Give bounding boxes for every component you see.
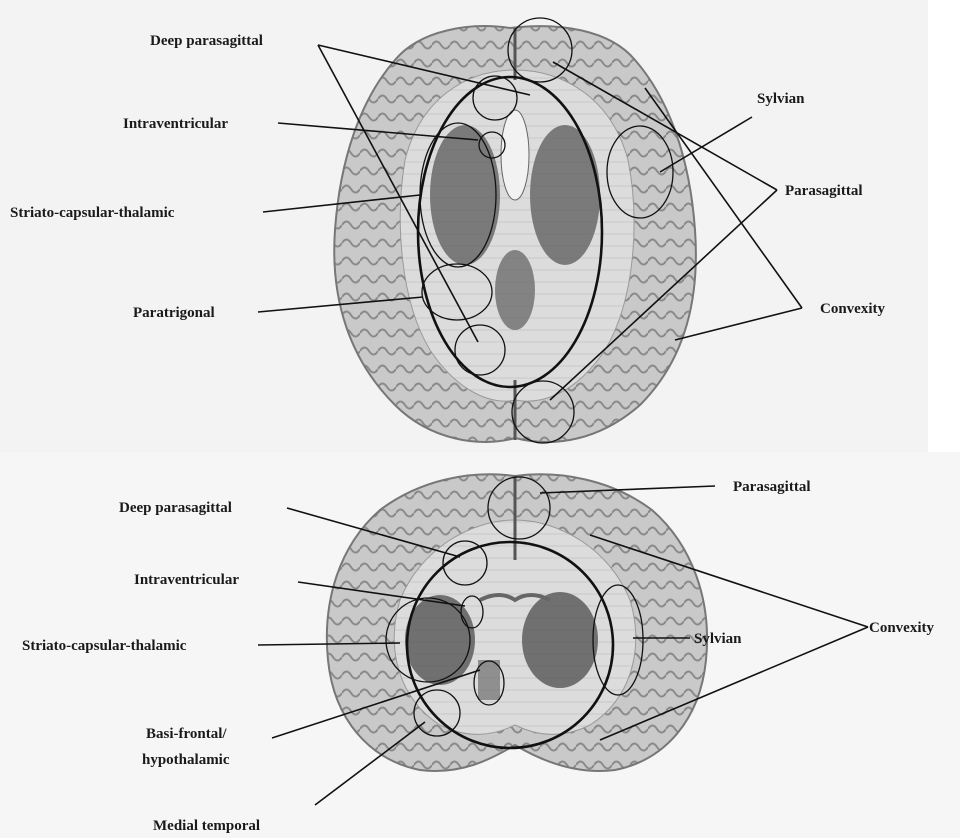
axial-label-striato-capsular-thalamic: Striato-capsular-thalamic	[10, 205, 175, 221]
coronal-label-basi-frontal: Basi-frontal/	[146, 726, 227, 742]
coronal-label-hypothalamic: hypothalamic	[142, 752, 230, 768]
coronal-label-deep-parasagittal: Deep parasagittal	[119, 500, 232, 516]
axial-label-deep-parasagittal: Deep parasagittal	[150, 33, 263, 49]
axial-label-intraventricular: Intraventricular	[123, 116, 228, 132]
axial-label-sylvian: Sylvian	[757, 91, 805, 107]
coronal-hypothalamus	[478, 660, 500, 700]
axial-ventricle	[501, 110, 529, 200]
coronal-label-sylvian: Sylvian	[694, 631, 742, 647]
coronal-left-basal-ganglia	[405, 595, 475, 685]
coronal-label-parasagittal: Parasagittal	[733, 479, 810, 495]
coronal-label-striato-capsular-thalamic: Striato-capsular-thalamic	[22, 638, 187, 654]
coronal-label-medial-temporal: Medial temporal	[153, 818, 260, 834]
axial-brainstem	[495, 250, 535, 330]
axial-right-basal-ganglia	[530, 125, 600, 265]
axial-left-basal-ganglia	[430, 125, 500, 265]
coronal-brain-section	[327, 474, 707, 771]
coronal-right-basal-ganglia	[522, 592, 598, 688]
axial-label-paratrigonal: Paratrigonal	[133, 305, 215, 321]
coronal-label-convexity: Convexity	[869, 620, 934, 636]
axial-label-convexity: Convexity	[820, 301, 885, 317]
axial-label-parasagittal: Parasagittal	[785, 183, 862, 199]
coronal-label-intraventricular: Intraventricular	[134, 572, 239, 588]
